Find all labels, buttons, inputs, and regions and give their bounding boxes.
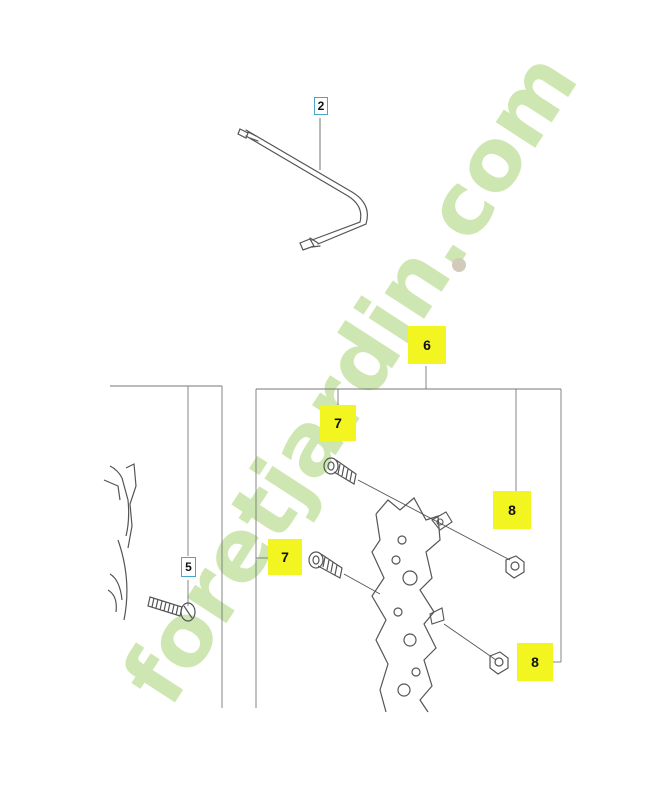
plate-studs <box>429 511 497 661</box>
screw-part-7-upper <box>323 457 357 485</box>
screw-part-7-lower <box>308 551 343 579</box>
watermark: foretjardin.com <box>104 36 598 722</box>
part5-bracket <box>110 385 223 708</box>
axis-line-upper <box>357 479 511 561</box>
callout-7-lower: 7 <box>268 539 302 575</box>
hex-key-part-2 <box>237 128 368 251</box>
callout-7-upper: 7 <box>320 405 356 441</box>
housing-part <box>103 463 137 621</box>
nut-part-8-lower <box>489 651 509 675</box>
callout-6: 6 <box>408 326 446 364</box>
bar-plate <box>371 497 441 713</box>
assembly-bracket <box>255 366 562 708</box>
screw-part-5 <box>147 596 196 622</box>
callout-8-upper: 8 <box>493 491 531 529</box>
axis-line-lower <box>343 573 381 595</box>
watermark-text: foretjardin.com <box>104 36 598 722</box>
callout-8-lower: 8 <box>517 643 553 681</box>
callout-5: 5 <box>181 557 196 577</box>
callout-2: 2 <box>314 97 328 115</box>
nut-part-8-upper <box>505 555 525 579</box>
